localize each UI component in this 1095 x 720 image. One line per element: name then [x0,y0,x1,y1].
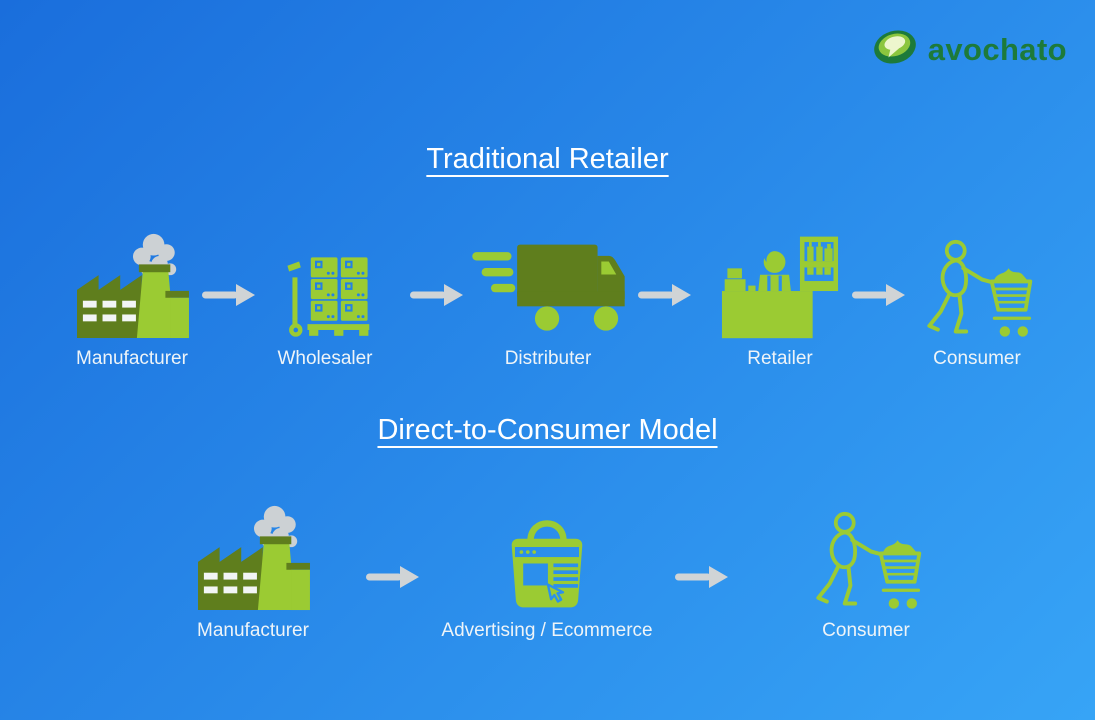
stage-manufacturer-1: Manufacturer [32,226,232,370]
stage-label: Retailer [747,348,813,369]
right-arrow-icon [673,566,729,588]
stage-label: Manufacturer [76,348,188,369]
stage-label: Wholesaler [277,348,373,369]
stage-label: Manufacturer [197,620,309,641]
stage-label: Distributer [504,348,592,369]
avocado-chat-icon [872,24,918,75]
stage-retailer: Retailer [680,226,880,370]
flow2-title: Direct-to-Consumer Model [377,414,718,446]
stage-consumer-1: Consumer [877,226,1077,370]
right-arrow-icon [636,284,692,306]
stage-wholesaler: Wholesaler [225,226,425,370]
shopper-cart-icon [918,226,1036,340]
flow1-title: Traditional Retailer [426,143,669,175]
pallet-boxes-icon [279,226,371,340]
stage-label: Advertising / Ecommerce [441,620,653,641]
stage-consumer-2: Consumer [766,498,966,642]
avochato-logo: avochato [872,24,1067,75]
stage-label: Consumer [933,348,1021,369]
right-arrow-icon [364,566,420,588]
stage-manufacturer-2: Manufacturer [153,498,353,642]
right-arrow-icon [200,284,256,306]
right-arrow-icon [850,284,906,306]
factory-icon [194,498,312,612]
stage-label: Consumer [822,620,910,641]
ecommerce-bag-icon [493,498,601,612]
delivery-truck-icon [468,226,628,340]
logo-wordmark: avochato [927,32,1067,67]
store-counter-icon [720,226,840,340]
stage-advertising-ecommerce: Advertising / Ecommerce [417,498,677,642]
right-arrow-icon [408,284,464,306]
shopper-cart-icon [807,498,925,612]
factory-icon [73,226,191,340]
stage-distributer: Distributer [448,226,648,370]
